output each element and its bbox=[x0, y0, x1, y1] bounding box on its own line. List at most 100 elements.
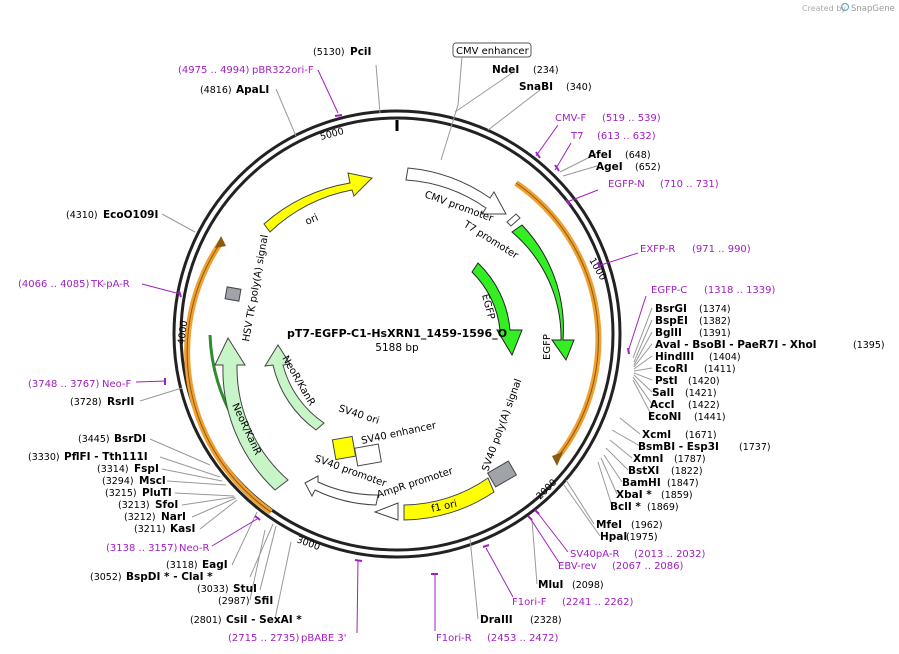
plasmid-name: pT7-EGFP-C1-HsXRN1_1459-1596_O bbox=[287, 327, 507, 340]
primer-name: pBABE 3' bbox=[301, 633, 347, 644]
hsv-tk-polya-label: HSV TK poly(A) signal bbox=[241, 234, 271, 343]
primer-range: (971 .. 990) bbox=[692, 244, 751, 255]
enzyme-position: (2987) bbox=[218, 596, 250, 607]
enzyme-name: XbaI * bbox=[616, 489, 652, 501]
f1-ori-arrow bbox=[403, 477, 495, 521]
primer-leader-lines bbox=[135, 69, 647, 634]
enzyme-position: (3052) bbox=[90, 572, 122, 583]
primer-range: (613 .. 632) bbox=[597, 131, 656, 142]
primer-name: EBV-rev bbox=[558, 561, 597, 572]
neor-outer-arrow bbox=[214, 336, 289, 491]
enzyme-name: StuI bbox=[233, 583, 257, 595]
enzyme-position: (1420) bbox=[688, 376, 720, 387]
enzyme-name: BclI * bbox=[610, 501, 641, 513]
cmv-enhancer-box bbox=[452, 42, 532, 58]
enzyme-name: BspEI bbox=[655, 315, 688, 327]
enzyme-position: (1422) bbox=[688, 400, 720, 411]
hsv-tk-polya-box bbox=[224, 286, 242, 302]
enzyme-position: (3314) bbox=[97, 464, 129, 475]
enzyme-position: (3212) bbox=[124, 512, 156, 523]
enzyme-name: AfeI bbox=[588, 149, 612, 161]
enzyme-name: KasI bbox=[170, 523, 195, 535]
primer-name: CMV-F bbox=[555, 113, 586, 124]
enzyme-position: (648) bbox=[625, 150, 651, 161]
enzyme-name: XcmI bbox=[642, 429, 671, 441]
enzyme-name: PciI bbox=[350, 46, 371, 58]
egfp-outer-arrowhead bbox=[552, 452, 563, 466]
enzyme-position: (1671) bbox=[685, 430, 717, 441]
sv40-ori-label: SV40 ori bbox=[337, 403, 380, 426]
primer-range: (710 .. 731) bbox=[660, 179, 719, 190]
enzyme-labels: (5130) PciI NdeI (234) SnaBI (340) AfeI … bbox=[28, 46, 885, 626]
primer-name: Neo-F bbox=[102, 379, 132, 390]
enzyme-name: BspDI * - ClaI * bbox=[126, 571, 213, 583]
primer-range: (1318 .. 1339) bbox=[704, 285, 776, 296]
enzyme-name: SnaBI bbox=[519, 81, 553, 93]
primer-name: F1ori-F bbox=[512, 597, 547, 608]
neor-inner-arrow bbox=[264, 344, 325, 431]
egfp-outer-feature-band bbox=[514, 180, 602, 460]
ori-arrow bbox=[263, 172, 374, 233]
enzyme-name: PstI bbox=[655, 375, 678, 387]
primer-markers bbox=[164, 114, 630, 575]
sv40-enhancer-box bbox=[354, 443, 382, 467]
enzyme-position: (4816) bbox=[200, 85, 232, 96]
cmv-enhancer-label: CMV enhancer bbox=[456, 46, 530, 57]
primer-range: (3748 .. 3767) bbox=[28, 379, 100, 390]
enzyme-name: BsrGI bbox=[655, 303, 687, 315]
primer-name: T7 bbox=[570, 131, 583, 142]
enzyme-position: (1787) bbox=[674, 454, 706, 465]
enzyme-position: (3118) bbox=[166, 560, 198, 571]
enzyme-position: (340) bbox=[566, 82, 592, 93]
enzyme-position: (2098) bbox=[572, 580, 604, 591]
plasmid-size: 5188 bp bbox=[375, 342, 419, 354]
ampr-promoter-arrow bbox=[373, 502, 399, 521]
enzyme-position: (1869) bbox=[647, 502, 679, 513]
enzyme-name: ApaLI bbox=[236, 84, 269, 96]
enzyme-name: AgeI bbox=[596, 161, 623, 173]
neor-outer-arrowhead bbox=[215, 236, 226, 248]
enzyme-name: CsiI - SexAI * bbox=[226, 614, 302, 626]
backbone-outer-ring bbox=[172, 109, 622, 559]
primer-name: EGFP-C bbox=[651, 285, 687, 296]
enzyme-name: SfoI bbox=[155, 499, 178, 511]
enzyme-position: (2801) bbox=[190, 615, 222, 626]
enzyme-name: MluI bbox=[538, 579, 563, 591]
primer-range: (2715 .. 2735) bbox=[228, 633, 300, 644]
enzyme-name: BsrDI bbox=[114, 433, 146, 445]
ampr-promoter-label: AmpR promoter bbox=[376, 466, 456, 501]
primer-name: pBR322ori-F bbox=[252, 65, 314, 76]
enzyme-position: (3033) bbox=[197, 584, 229, 595]
enzyme-position: (3211) bbox=[134, 524, 166, 535]
tick-3000: 3000 bbox=[295, 534, 321, 553]
primer-range: (2453 .. 2472) bbox=[487, 633, 559, 644]
snapgene-logo-icon bbox=[840, 2, 850, 12]
enzyme-position: (234) bbox=[533, 65, 559, 76]
enzyme-name: BstXI bbox=[628, 465, 659, 477]
egfp-outer-arrow bbox=[511, 224, 575, 362]
sv40-polya-label: SV40 poly(A) signal bbox=[480, 377, 524, 473]
primer-range: (3138 .. 3157) bbox=[106, 543, 178, 554]
cmv-promoter-arrow bbox=[405, 167, 507, 215]
enzyme-name: DraIII bbox=[480, 614, 513, 626]
enzyme-name: HindIII bbox=[655, 351, 694, 363]
neor-outer-feature-line bbox=[186, 241, 272, 513]
primer-name: EXFP-R bbox=[640, 244, 675, 255]
enzyme-name: BglII bbox=[655, 327, 682, 339]
enzyme-name: RsrII bbox=[107, 396, 134, 408]
sv40-ori-box bbox=[331, 435, 357, 461]
enzyme-name: EcoRI bbox=[655, 363, 688, 375]
enzyme-name: XmnI bbox=[633, 453, 663, 465]
enzyme-position: (1404) bbox=[709, 352, 741, 363]
enzyme-position: (1822) bbox=[671, 466, 703, 477]
primer-range: (4975 .. 4994) bbox=[178, 65, 250, 76]
primer-name: TK-pA-R bbox=[90, 279, 130, 290]
f1-ori-label: f1 ori bbox=[430, 499, 458, 515]
enzyme-position: (1859) bbox=[661, 490, 693, 501]
primer-name: SV40pA-R bbox=[570, 549, 619, 560]
enzyme-name: SfiI bbox=[254, 595, 273, 607]
enzyme-name: NarI bbox=[161, 511, 186, 523]
enzyme-name: BsmBI - Esp3I bbox=[638, 441, 719, 453]
primer-range: (2013 .. 2032) bbox=[634, 549, 706, 560]
